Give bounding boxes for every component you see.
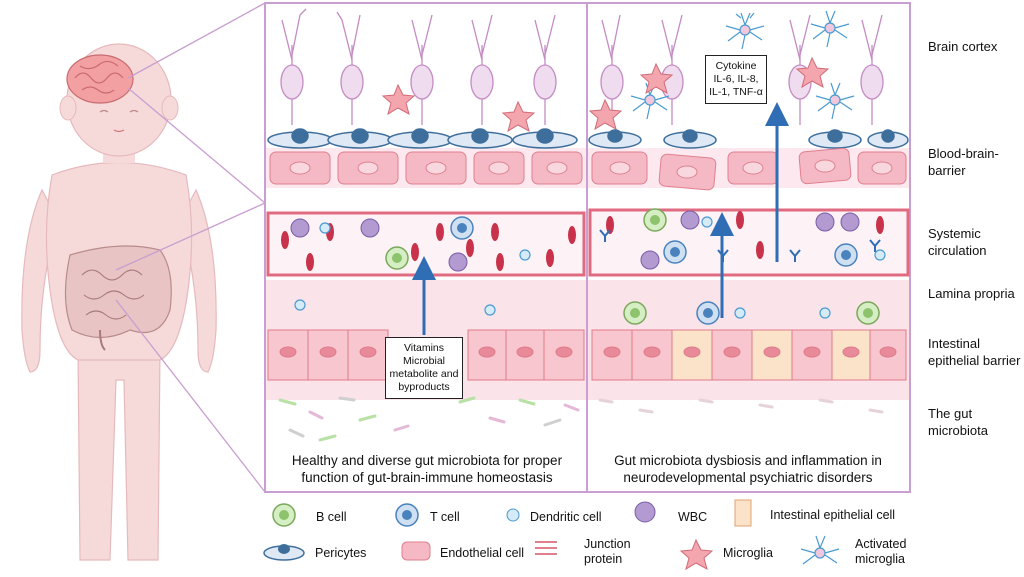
legend-t-cell: T cell xyxy=(430,510,460,524)
dendritic-cells xyxy=(294,216,886,319)
cytokine-box: Cytokine IL-6, IL-8, IL-1, TNF-α xyxy=(705,55,767,104)
caption-left: Healthy and diverse gut microbiota for p… xyxy=(291,453,563,485)
vessel-right xyxy=(588,208,910,277)
label-blood-brain-barrier: Blood-brain-barrier xyxy=(928,146,999,178)
epithelium-left xyxy=(267,329,585,381)
intestine-icon xyxy=(64,245,172,351)
legend-junction-protein: Junction protein xyxy=(584,537,631,566)
legend-intestinal-epithelial-cell: Intestinal epithelial cell xyxy=(770,508,896,522)
microglia-left xyxy=(381,83,536,133)
label-lamina-propria: Lamina propria xyxy=(928,286,1015,301)
microbiota-right xyxy=(598,398,884,414)
legend-wbc: WBC xyxy=(678,510,708,524)
legend-pericytes: Pericytes xyxy=(315,546,367,560)
legend-activated-microglia: Activated microglia xyxy=(855,537,907,566)
microbiota-left xyxy=(278,396,580,442)
endothelial-right xyxy=(591,147,907,191)
endothelial-left xyxy=(269,151,583,185)
label-systemic-circulation: Systemic circulation xyxy=(928,226,987,258)
legend-endothelial-cell: Endothelial cell xyxy=(440,546,525,560)
neurons-left xyxy=(280,8,557,125)
lymphocytes xyxy=(385,208,880,325)
pericytes-right xyxy=(588,129,909,149)
caption-right: Gut microbiota dysbiosis and inflammatio… xyxy=(614,453,882,485)
label-brain-cortex: Brain cortex xyxy=(928,39,998,54)
vitamins-box: Vitamins Microbial metabolite and byprod… xyxy=(385,337,463,399)
label-gut-microbiota: The gut microbiota xyxy=(928,406,988,438)
legend-microglia: Microglia xyxy=(723,546,774,560)
arrows xyxy=(412,102,789,335)
vessel-left xyxy=(266,211,586,277)
zoom-lines xyxy=(115,2,266,493)
legend-b-cell: B cell xyxy=(316,510,347,524)
pericytes-left xyxy=(267,128,578,149)
label-intestinal-epithelial-barrier: Intestinal epithelial barrier xyxy=(928,336,1021,368)
legend-icons xyxy=(263,499,840,571)
microglia-right xyxy=(588,56,830,131)
legend-dendritic-cell: Dendritic cell xyxy=(530,510,602,524)
brain-icon xyxy=(66,54,134,104)
epithelium-right xyxy=(591,329,907,381)
